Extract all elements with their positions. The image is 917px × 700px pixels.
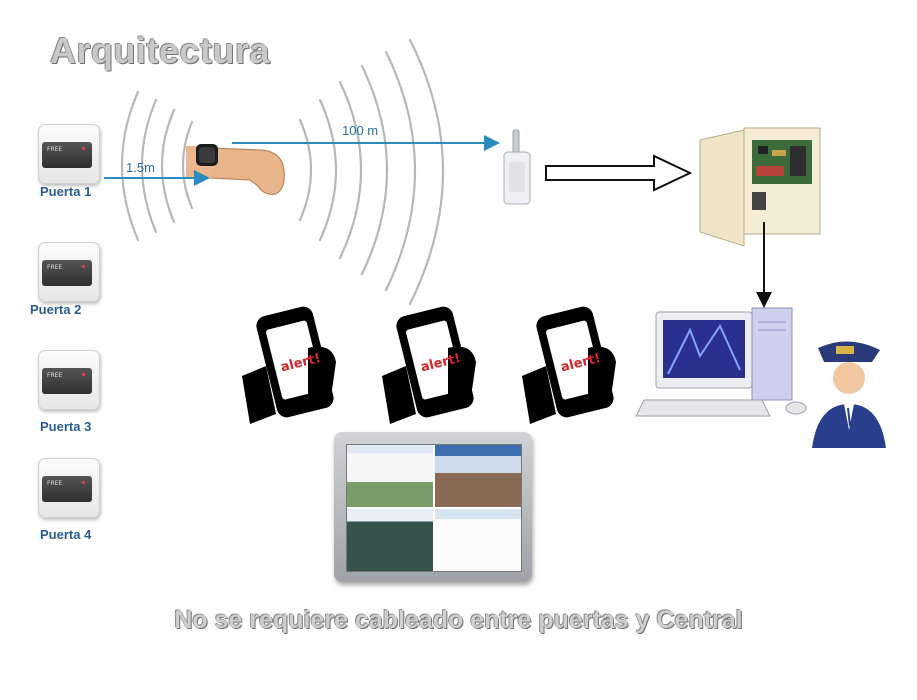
footer-caption: No se requiere cableado entre puertas y … xyxy=(174,606,743,634)
screen-panel-map xyxy=(347,509,433,571)
guard-icon xyxy=(812,341,886,448)
wristband-icon xyxy=(186,144,285,195)
computer-icon xyxy=(635,307,807,417)
door-reader-icon: FREE xyxy=(38,242,100,302)
reader-brand-label: FREE xyxy=(47,264,63,271)
radio-waves-right xyxy=(298,38,444,306)
screen-panel-list xyxy=(435,509,521,571)
tablet-icon xyxy=(334,432,532,582)
distance-long-label: 100 m xyxy=(342,123,379,138)
reader-brand-label: FREE xyxy=(47,146,63,153)
data-flow-arrow xyxy=(545,154,693,192)
screen-panel-software xyxy=(347,445,433,507)
door-reader-icon: FREE xyxy=(38,458,100,518)
screen-panel-cameras xyxy=(435,445,521,507)
reader-brand-label: FREE xyxy=(47,480,63,487)
door-label-1: Puerta 1 xyxy=(40,184,92,199)
phone-alert-icon: alert! xyxy=(522,306,616,424)
reader-brand-label: FREE xyxy=(47,372,63,379)
door-reader-icon: FREE xyxy=(38,350,100,410)
control-panel-icon xyxy=(699,127,821,247)
phone-alert-icon: alert! xyxy=(242,306,336,424)
door-label-3: Puerta 3 xyxy=(40,419,92,434)
radio-waves-left xyxy=(120,90,194,242)
phone-alert-icon: alert! xyxy=(382,306,476,424)
diagram-title: Arquitectura xyxy=(50,30,271,71)
door-label-4: Puerta 4 xyxy=(40,527,92,542)
door-label-2: Puerta 2 xyxy=(30,302,82,317)
antenna-icon xyxy=(503,129,531,205)
door-reader-icon: FREE xyxy=(38,124,100,184)
tablet-screen xyxy=(346,444,522,572)
distance-short-label: 1.5m xyxy=(126,160,155,175)
